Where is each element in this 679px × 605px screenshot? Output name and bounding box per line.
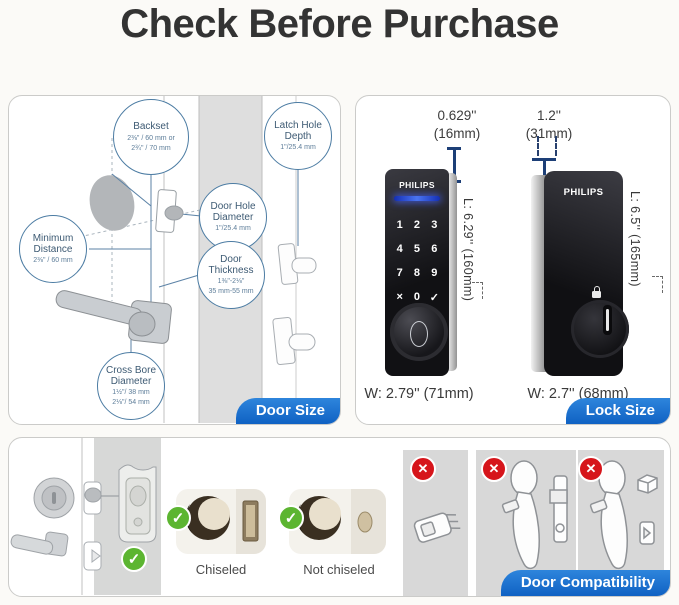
- thumbturn-knob: [571, 300, 629, 358]
- key-9: 9: [431, 267, 438, 279]
- callout-door-thickness: Door Thickness 1⅜"-2⅛" 35 mm-55 mm: [197, 241, 265, 309]
- back-lock: PHILIPS: [544, 171, 629, 376]
- key-0: 0: [413, 291, 421, 303]
- back-dim-dash-right: [555, 136, 557, 156]
- key-1: 1: [396, 219, 403, 231]
- door-compatibility-badge: Door Compatibility: [500, 570, 670, 596]
- front-depth-dash: [472, 282, 483, 299]
- philips-logo-back: PHILIPS: [563, 187, 604, 198]
- handleset-illustration-2: [589, 460, 658, 570]
- key-5: 5: [413, 243, 421, 255]
- lock-icon: [592, 286, 601, 298]
- not-chiseled-illustration: [296, 489, 386, 554]
- philips-logo-front: PHILIPS: [399, 180, 435, 190]
- back-length-label: L: 6.5'' (165mm): [628, 191, 642, 287]
- front-width-label: W: 2.79'' (71mm): [364, 386, 474, 402]
- check-icon-lockbody: ✓: [121, 546, 147, 572]
- lock-size-badge: Lock Size: [565, 398, 670, 424]
- cross-icon-3: ✕: [578, 456, 604, 482]
- chiseled-illustration: [185, 489, 266, 554]
- not-chiseled-card: [289, 489, 386, 554]
- thumbturn-slot: [603, 305, 612, 335]
- door-edge-illustration: [10, 438, 161, 595]
- keypad: 1 2 3 4 5 6 7 8 9 × 0 ✓: [391, 213, 443, 309]
- not-chiseled-label: Not chiseled: [303, 562, 375, 577]
- front-length-label: L: 6.29'' (160mm): [461, 198, 475, 302]
- back-thickness-label: 1.2'' (31mm): [525, 108, 573, 141]
- key-7: 7: [396, 267, 403, 279]
- key-3: 3: [431, 219, 438, 231]
- check-icon-chiseled: ✓: [165, 505, 191, 531]
- front-thickness-label: 0.629'' (16mm): [433, 108, 481, 141]
- lock-size-panel: PHILIPS 1 2 3 4 5 6 7 8 9 × 0 ✓ P: [355, 95, 671, 425]
- key-6: 6: [431, 243, 438, 255]
- front-lock: PHILIPS 1 2 3 4 5 6 7 8 9 × 0 ✓: [385, 169, 449, 376]
- callout-door-hole-diameter: Door Hole Diameter 1"/25.4 mm: [199, 183, 267, 251]
- status-light-bar: [394, 196, 440, 201]
- page-title: Check Before Purchase: [120, 2, 559, 46]
- callout-backset: Backset 2⅜" / 60 mm or 2¾" / 70 mm: [113, 99, 189, 175]
- rim-lock-illustration: [413, 512, 461, 543]
- cross-icon-1: ✕: [410, 456, 436, 482]
- front-lock-side-edge: [448, 173, 457, 371]
- fingerprint-knob: [390, 303, 448, 361]
- chiseled-card: [176, 489, 266, 554]
- callout-latch-hole-depth: Latch Hole Depth 1"/25.4 mm: [264, 102, 332, 170]
- handleset-illustration-1: [501, 460, 568, 570]
- cross-icon-2: ✕: [481, 456, 507, 482]
- fingerprint-icon: [410, 321, 428, 347]
- key-cancel: ×: [396, 291, 403, 303]
- key-4: 4: [396, 243, 403, 255]
- door-size-badge: Door Size: [235, 398, 340, 424]
- key-confirm: ✓: [429, 291, 439, 304]
- door-compatibility-panel: ✓ ✓ Chiseled ✓ Not chisel: [8, 437, 671, 597]
- door-size-panel: Backset 2⅜" / 60 mm or 2¾" / 70 mm Latch…: [8, 95, 341, 425]
- back-depth-dash: [652, 276, 663, 293]
- key-2: 2: [413, 219, 421, 231]
- back-lock-side-edge: [531, 175, 546, 372]
- callout-minimum-distance: Minimum Distance 2⅜" / 60 mm: [19, 215, 87, 283]
- key-8: 8: [413, 267, 421, 279]
- callout-cross-bore-diameter: Cross Bore Diameter 1½"/ 38 mm 2⅛"/ 54 m…: [97, 352, 165, 420]
- check-icon-not-chiseled: ✓: [278, 505, 304, 531]
- back-dim-dash-left: [537, 136, 539, 156]
- chiseled-label: Chiseled: [195, 562, 247, 577]
